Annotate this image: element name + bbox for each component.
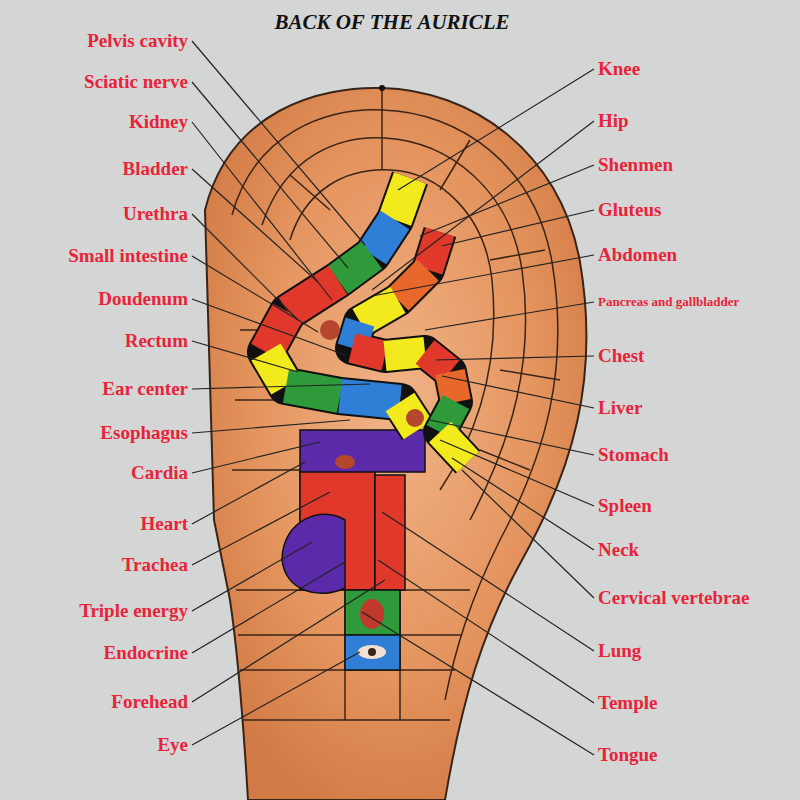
eye-zone — [345, 635, 400, 670]
leader-line — [192, 299, 345, 355]
leader-line — [462, 470, 594, 598]
organ-label: Liver — [598, 396, 642, 420]
leader-line — [192, 652, 360, 745]
organ-label: Ear center — [102, 377, 188, 401]
organ-label: Forehead — [111, 690, 188, 714]
band-segments — [352, 232, 468, 462]
leader-line — [430, 420, 594, 455]
leader-line — [442, 376, 594, 408]
organ-label: Bladder — [123, 157, 188, 181]
organ-icon — [320, 320, 340, 340]
top-marker — [379, 85, 385, 91]
organ-label: Rectum — [125, 329, 188, 353]
organ-label: Stomach — [598, 443, 669, 467]
leader-line — [192, 442, 320, 473]
leader-line — [192, 384, 370, 389]
organ-label: Chest — [598, 344, 644, 368]
leader-line — [192, 82, 348, 268]
organ-label: Heart — [141, 512, 188, 536]
organ-label: Lung — [598, 639, 641, 663]
antihelix-line — [262, 138, 526, 520]
organ-label: Neck — [598, 538, 639, 562]
organ-label: Kidney — [129, 110, 188, 134]
organ-label: Cardia — [131, 461, 188, 485]
leader-line — [452, 458, 594, 550]
organ-label: Endocrine — [104, 641, 188, 665]
band-outline — [352, 232, 468, 462]
organ-label: Esophagus — [100, 421, 188, 445]
leader-line — [192, 122, 332, 300]
organ-label: Pancreas and gallbladder — [598, 290, 739, 314]
leader-line — [378, 560, 594, 703]
leader-line — [372, 255, 594, 296]
leader-line — [192, 580, 385, 702]
organ-icon — [406, 409, 424, 427]
leader-line — [192, 341, 298, 372]
leader-line — [192, 420, 350, 433]
organ-label: Gluteus — [598, 198, 661, 222]
leader-line — [382, 512, 594, 651]
organ-label: Hip — [598, 109, 629, 133]
lobe-zone — [375, 475, 405, 590]
tongue-icon — [360, 599, 384, 629]
organ-label: Doudenum — [98, 287, 188, 311]
organ-label: Triple energy — [79, 599, 188, 623]
leader-line — [425, 302, 594, 330]
leader-line — [362, 612, 594, 755]
tongue-zone — [345, 590, 400, 635]
organ-label: Sciatic nerve — [84, 70, 188, 94]
ear-outline — [205, 88, 587, 800]
organ-label: Urethra — [123, 202, 188, 226]
leader-line — [192, 214, 298, 320]
eye-icon — [358, 645, 386, 659]
leader-line — [192, 562, 345, 653]
leader-line — [192, 169, 318, 282]
leader-line — [442, 210, 594, 246]
organ-label: Eye — [157, 733, 188, 757]
leader-line — [398, 69, 594, 190]
organ-label: Small intestine — [68, 244, 188, 268]
leader-line — [372, 121, 594, 290]
organ-label: Temple — [598, 691, 657, 715]
organ-label: Trachea — [122, 553, 188, 577]
leader-line — [440, 440, 594, 506]
organ-icon — [335, 455, 355, 469]
leader-line — [192, 41, 365, 245]
leader-line — [436, 356, 594, 360]
eye-icon — [368, 648, 376, 656]
leader-line — [192, 256, 318, 332]
leader-line — [420, 165, 594, 236]
leader-line — [192, 542, 312, 611]
organ-label: Shenmen — [598, 153, 673, 177]
organ-label: Pelvis cavity — [87, 29, 188, 53]
organ-label: Spleen — [598, 494, 652, 518]
leader-line — [192, 492, 330, 565]
band-outline — [266, 178, 418, 430]
organ-label: Cervical vertebrae — [598, 586, 749, 610]
helix-rim-line — [232, 110, 558, 700]
zone-grid-lines — [232, 88, 560, 720]
band-segments — [266, 178, 418, 430]
organ-label: Knee — [598, 57, 640, 81]
organ-label: Tongue — [598, 743, 658, 767]
organ-label: Abdomen — [598, 243, 677, 267]
